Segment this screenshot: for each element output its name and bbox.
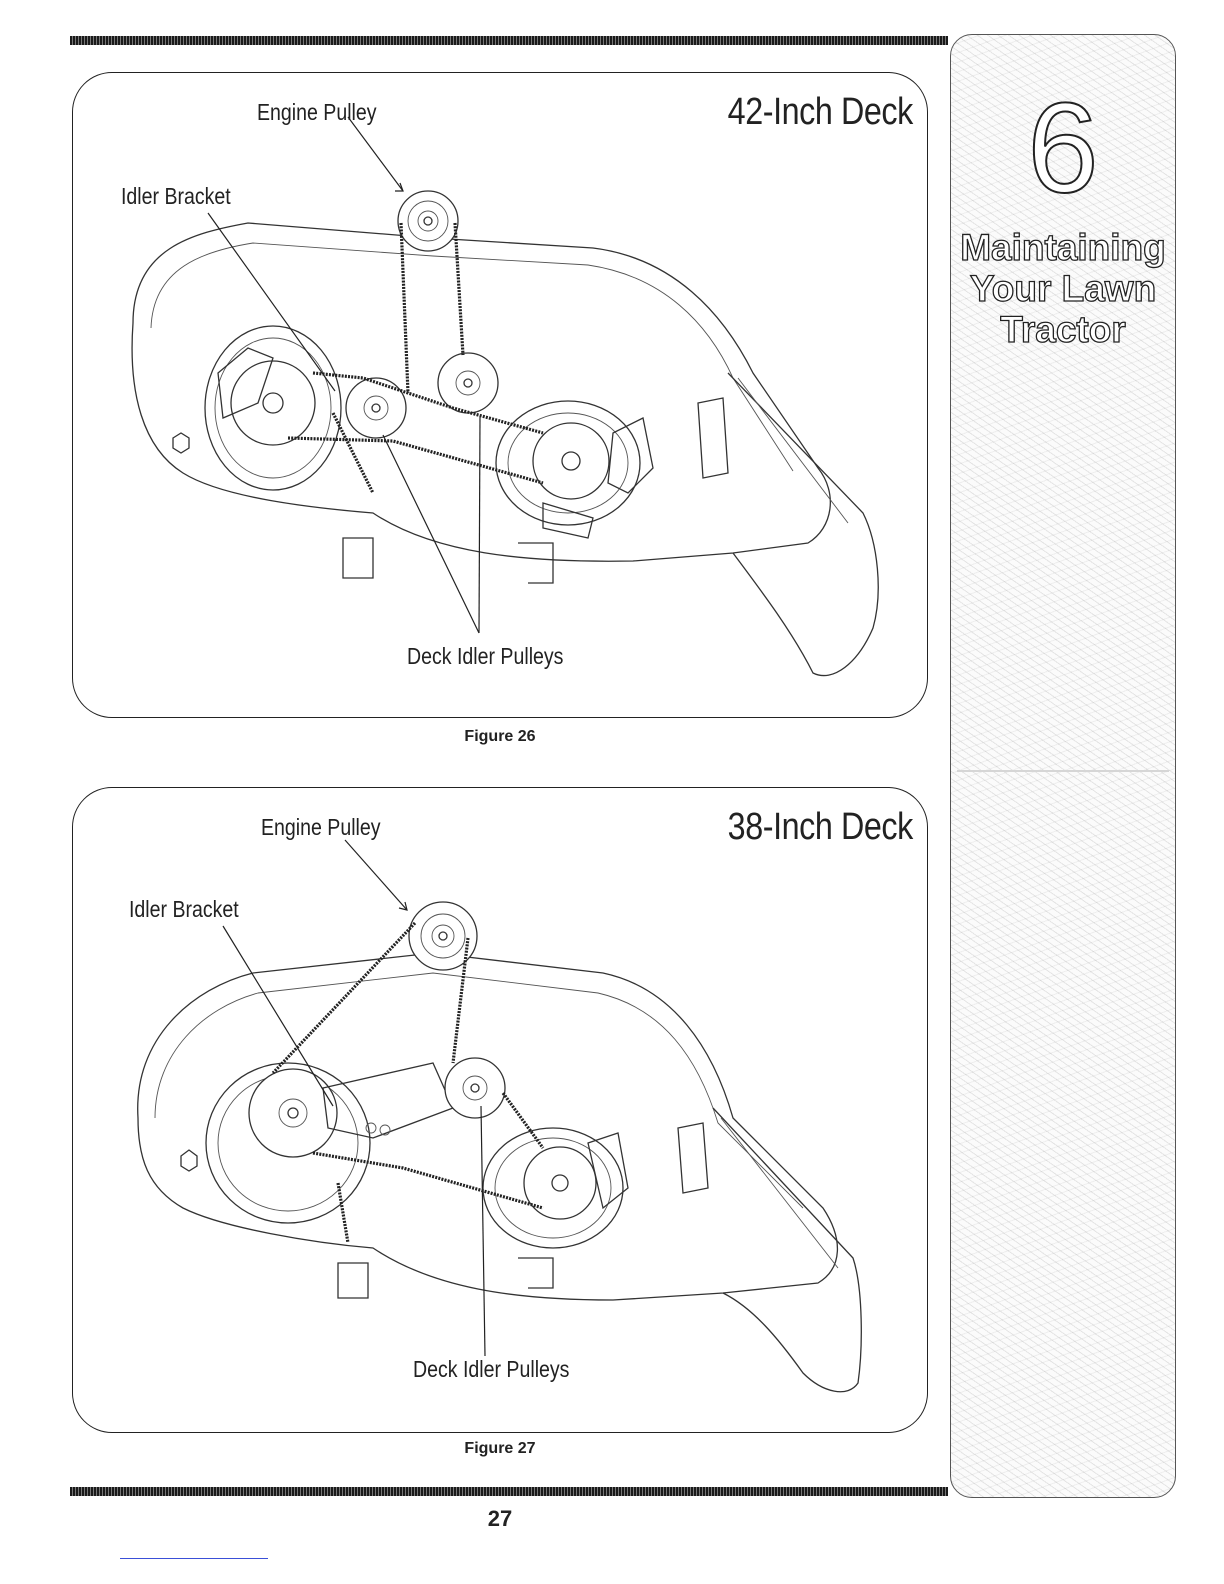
- chapter-sidebar: 6 Maintaining Your Lawn Tractor: [950, 34, 1176, 1498]
- engine-pulley-label: Engine Pulley: [261, 814, 381, 841]
- chapter-title: Maintaining Your Lawn Tractor: [951, 227, 1175, 350]
- figure-26-caption: Figure 26: [0, 728, 1000, 746]
- idler-bracket-label: Idler Bracket: [121, 183, 231, 210]
- engine-pulley-label: Engine Pulley: [257, 99, 377, 126]
- footer-link-line: [120, 1558, 268, 1559]
- figure-26-panel: 42-Inch Deck Engine Pulley Idler Bracket…: [72, 72, 928, 718]
- chapter-number: 6: [951, 85, 1175, 213]
- deck-idler-pulleys-label: Deck Idler Pulleys: [413, 1356, 569, 1383]
- chapter-title-line-2: Your Lawn: [951, 268, 1175, 309]
- deck-title: 42-Inch Deck: [728, 91, 913, 134]
- figure-27-panel: 38-Inch Deck Engine Pulley Idler Bracket…: [72, 787, 928, 1433]
- deck-idler-pulleys-label: Deck Idler Pulleys: [407, 643, 563, 670]
- bottom-rule: [70, 1487, 948, 1496]
- chapter-title-line-1: Maintaining: [951, 227, 1175, 268]
- deck-42-illustration: [73, 73, 928, 718]
- chapter-title-line-3: Tractor: [951, 309, 1175, 350]
- deck-38-illustration: [73, 788, 928, 1433]
- figure-27-caption: Figure 27: [0, 1440, 1000, 1458]
- sidebar-divider: [957, 770, 1169, 772]
- deck-title: 38-Inch Deck: [728, 806, 913, 849]
- page-number: 27: [0, 1506, 1000, 1532]
- top-rule: [70, 36, 948, 45]
- idler-bracket-label: Idler Bracket: [129, 896, 239, 923]
